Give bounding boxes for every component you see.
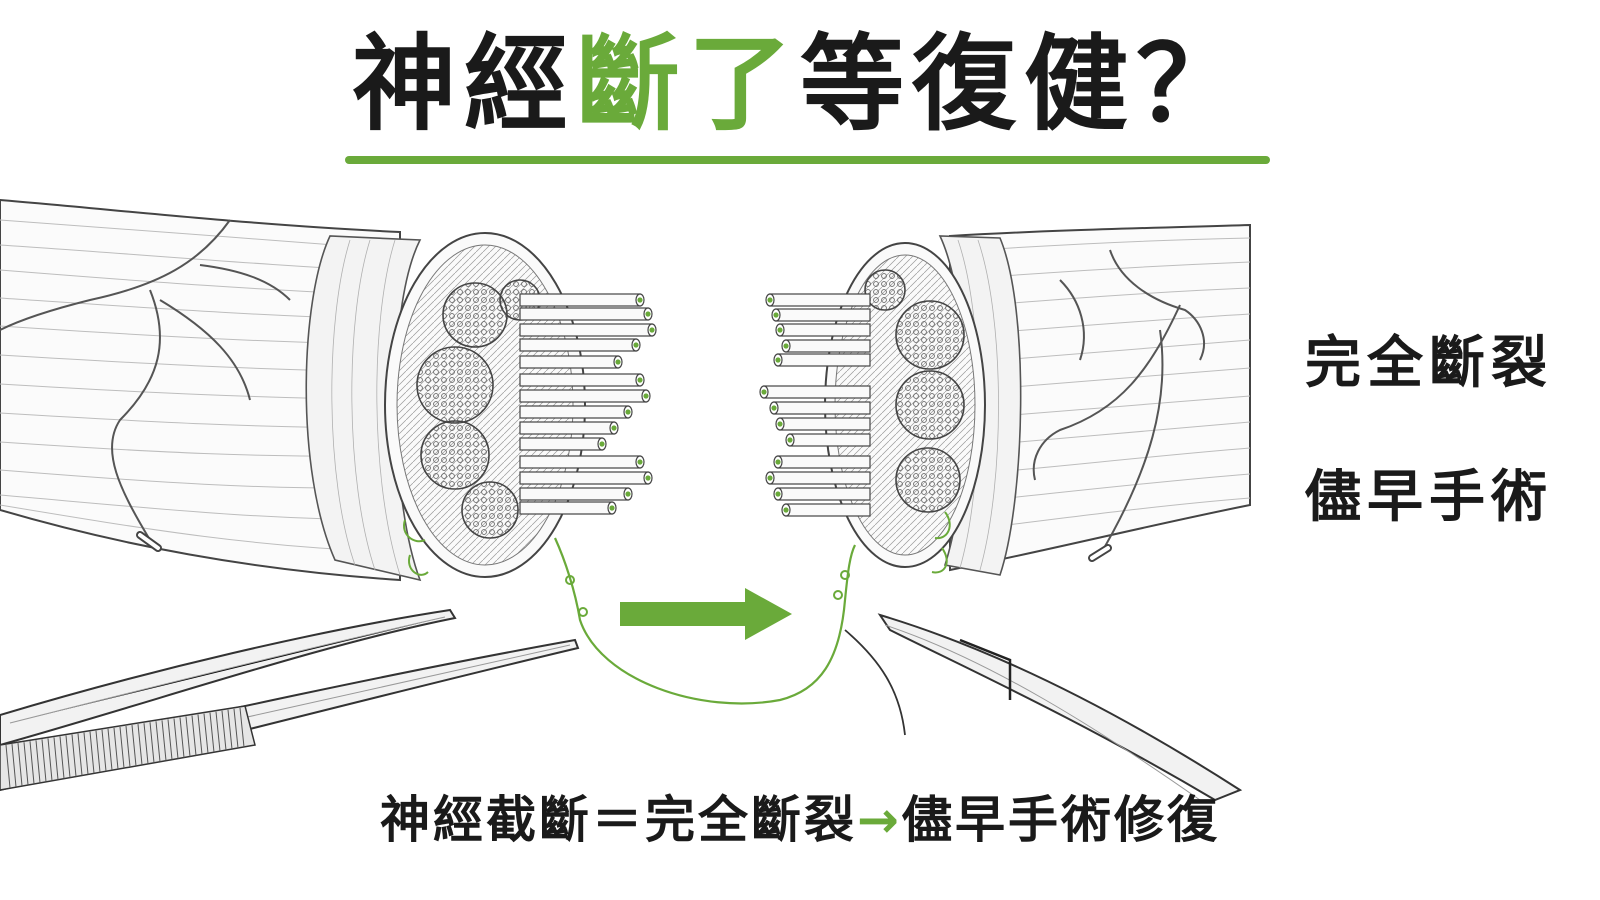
title-underline [345,156,1270,164]
suture-thread [553,537,906,736]
caption-arrow-icon: → [857,791,902,849]
caption-left: 神經截斷＝完全斷裂 [380,791,858,849]
side-label-early-surgery: 儘早手術 [1305,465,1553,530]
right-axon-fibers [759,293,871,517]
forceps-icon [0,608,580,792]
title-part2: 等復健？ [800,23,1249,145]
caption-right: 儘早手術修復 [901,791,1220,849]
left-nerve-stump [0,198,657,582]
needle-holder-icon [877,613,1243,802]
title-highlight: 斷了 [575,23,800,145]
green-arrow-icon [620,588,792,640]
bottom-caption: 神經截斷＝完全斷裂→儘早手術修復 [0,780,1600,852]
page-title: 神經斷了等復健？ [0,24,1600,144]
right-nerve-stump [759,223,1251,576]
side-label-complete-rupture: 完全斷裂 [1305,331,1553,396]
title-part1: 神經 [351,23,576,145]
left-axon-fibers [519,293,657,515]
